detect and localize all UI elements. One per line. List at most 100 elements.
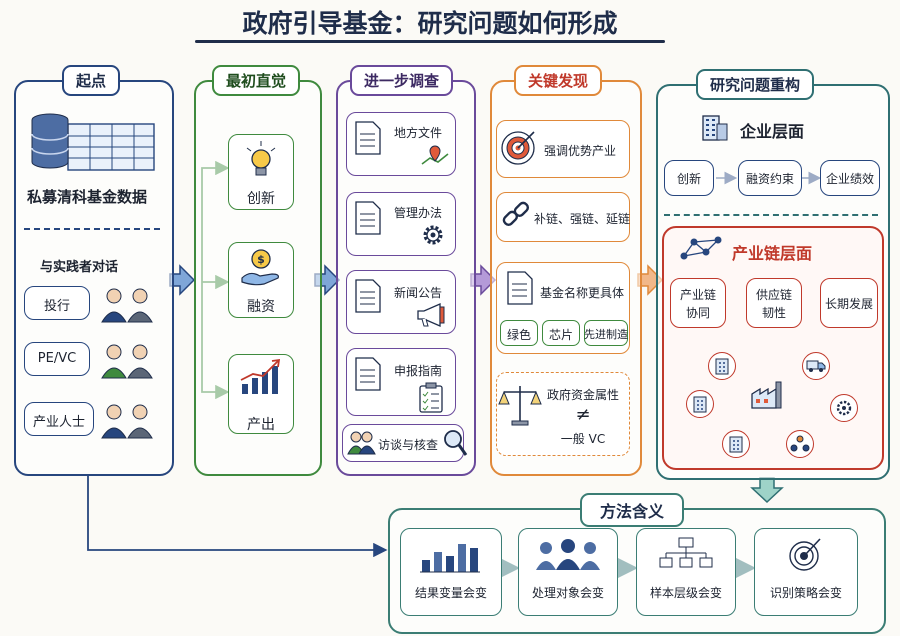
gear-icon [423,225,443,245]
start-divider [24,228,160,230]
checklist-icon [419,382,443,413]
intuition-column-label: 最初直觉 [212,65,301,96]
building-icon [693,396,707,413]
document-label: 地方文件 [394,126,443,140]
document-label: 管理办法 [394,206,443,220]
intuition-card [228,354,294,434]
chain-item-label: 韧性 [761,306,786,320]
chain-item-label: 长期发展 [824,297,873,311]
target-icon [501,131,535,165]
network-icon [680,236,722,260]
balance-scale-icon [498,386,542,426]
firm-item [664,160,714,196]
people-icon [347,431,376,455]
finding-neq: ≠ [575,404,591,425]
industry-chain-panel [662,226,884,470]
finding-label: 基金名称更具体 [540,286,625,300]
industry-tag-label: 先进制造 [584,328,628,341]
interview-label: 访谈与核查 [378,438,439,452]
group-icon [536,539,600,570]
growth-chart-icon [240,358,281,394]
people-icon [101,404,153,439]
finding-line: 政府资金属性 [546,388,619,402]
gear-icon [836,400,852,416]
building-icon [715,358,729,375]
method-card [754,528,858,616]
industry-tag [584,320,628,346]
firm-item-label: 企业绩效 [825,172,874,186]
chain-item [820,278,878,328]
magnifier-icon [444,430,468,456]
building-icon [702,115,728,141]
finding-label: 强调优势产业 [544,144,617,158]
speaker-label: 产业人士 [32,415,85,430]
svg-text:$: $ [257,253,265,266]
people-icon [101,288,153,323]
finding-card [496,192,630,242]
document-icon [355,121,381,155]
intuition-label: 融资 [247,299,275,315]
intuition-label: 创新 [247,191,275,207]
intuition-card [228,134,294,210]
speaker-bubble [24,342,90,376]
bar-chart-icon [420,544,480,573]
document-icon [355,357,381,391]
interview-card [342,424,464,462]
network-node [786,430,814,458]
method-label: 结果变量会变 [414,586,487,600]
method-label: 识别策略会变 [769,586,842,600]
factory-icon [751,381,782,409]
database-table-icon [31,113,155,171]
flow-arrow-reframe-to-method [750,477,784,504]
firm-item-label: 融资约束 [745,172,794,186]
money-hand-icon: $ [241,249,279,286]
document-icon [355,201,381,235]
chain-level-label: 产业链层面 [732,244,813,263]
industry-tag-label: 绿色 [506,328,531,342]
title-underline [195,40,665,43]
network-node [830,394,858,422]
investigation-column-label: 进一步调查 [350,65,454,96]
firm-item-label: 创新 [676,172,701,186]
building-icon [729,436,743,453]
firm-item [820,160,880,196]
start-column-label: 起点 [62,65,121,96]
industry-tag-label: 芯片 [548,328,573,342]
finding-line: 一般 VC [560,432,606,446]
data-source-label: 私募清科基金数据 [27,188,148,206]
speaker-bubble [24,402,94,436]
chain-item-label: 产业链 [679,288,716,302]
firm-level-label: 企业层面 [740,122,805,141]
method-panel-label: 方法含义 [580,493,685,527]
industry-tag [500,320,538,346]
page-title: 政府引导基金：研究问题如何形成 [242,9,618,38]
truck-icon [806,360,826,372]
people-icon [101,344,153,379]
document-icon [355,279,381,313]
speaker-label: PE/VC [37,351,77,366]
industry-tag [542,320,580,346]
chain-item-label: 供应链 [755,288,792,302]
document-icon [507,271,533,305]
method-label: 处理对象会变 [531,586,604,600]
speaker-bubble [24,286,90,320]
org-people-icon [790,435,810,452]
chain-item [746,278,802,328]
chain-link-icon [502,201,530,227]
speaker-label: 投行 [43,299,70,314]
reframe-column-label: 研究问题重构 [696,69,815,100]
finding-label: 补链、强链、延链 [534,212,631,226]
firm-item [738,160,802,196]
reframe-divider [664,214,878,216]
document-label: 新闻公告 [394,286,443,300]
chain-item-label: 协同 [685,306,710,320]
flow-line-start-to-method [87,474,388,558]
target-icon [789,538,821,571]
finding-card [496,372,630,456]
document-label: 申报指南 [394,364,443,378]
map-pin-icon [421,145,449,165]
intuition-label: 产出 [247,417,275,433]
hierarchy-icon [659,537,713,568]
megaphone-icon [417,303,445,327]
dialogue-label: 与实践者对话 [40,260,119,275]
